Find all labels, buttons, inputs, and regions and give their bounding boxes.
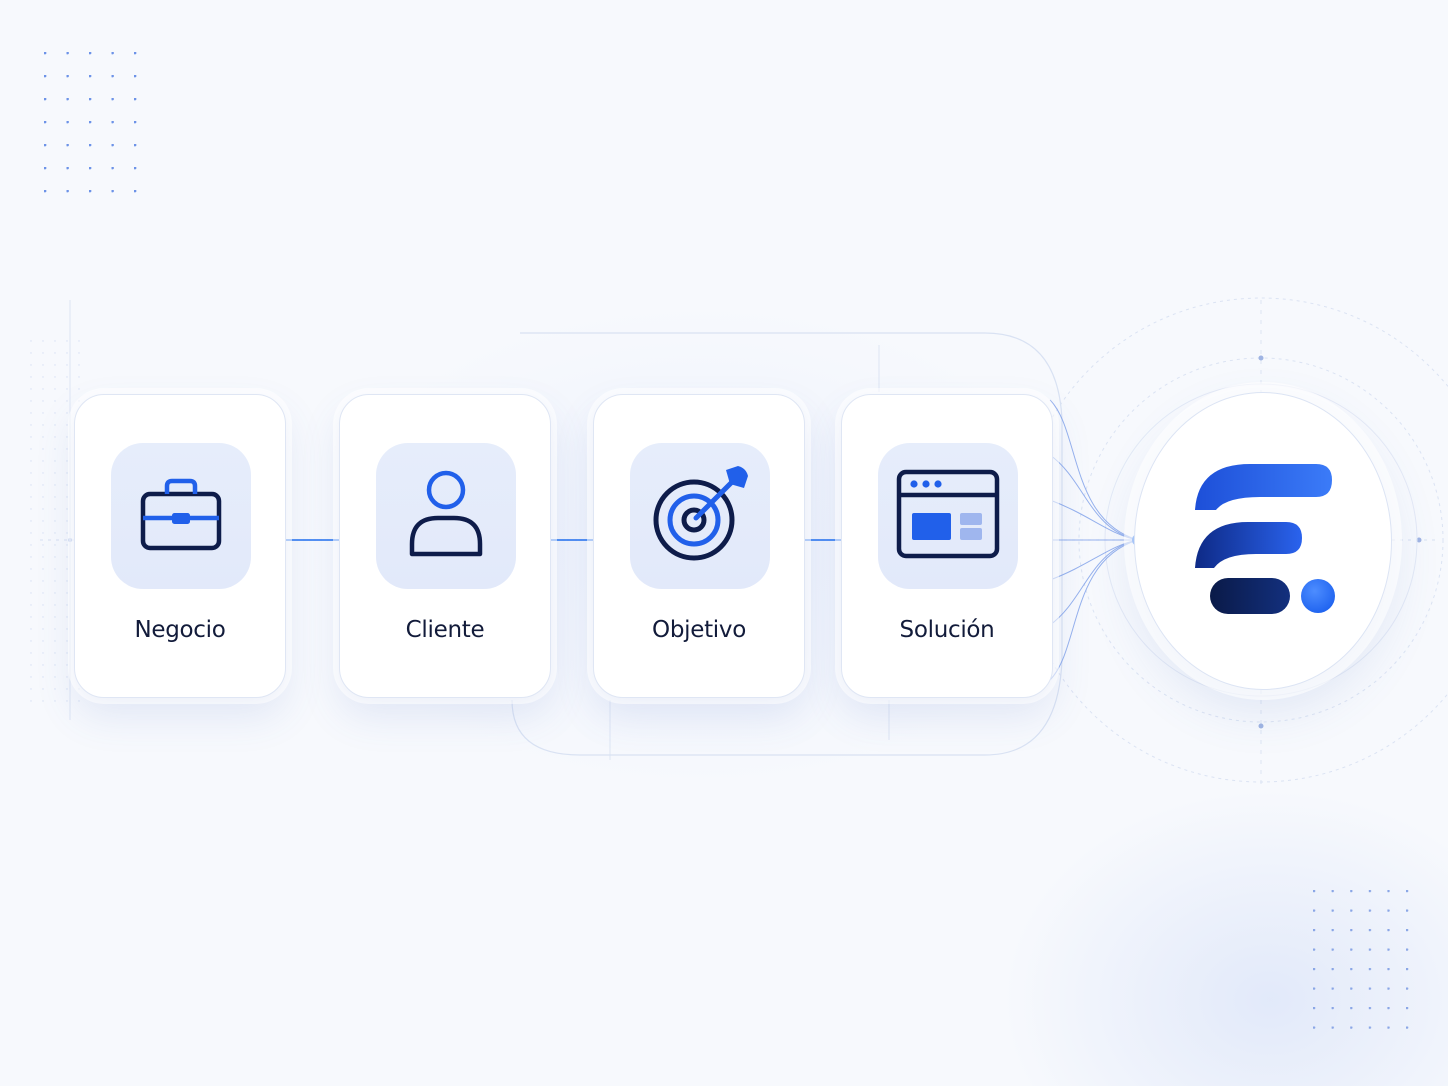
step-card-negocio[interactable]: Negocio <box>74 394 286 698</box>
user-icon <box>404 468 488 564</box>
dot-grid-bottom-right <box>1312 889 1410 1035</box>
step-label: Cliente <box>405 617 485 643</box>
icon-tile <box>376 443 516 589</box>
browser-window-icon <box>896 469 1000 563</box>
step-label: Negocio <box>134 617 226 643</box>
target-icon <box>650 464 750 568</box>
step-card-objetivo[interactable]: Objetivo <box>593 394 805 698</box>
converging-lines <box>1049 399 1139 681</box>
dot-grid-top-left <box>43 51 139 195</box>
icon-tile <box>111 443 251 589</box>
step-card-cliente[interactable]: Cliente <box>339 394 551 698</box>
icon-tile <box>878 443 1018 589</box>
step-label: Objetivo <box>652 617 746 643</box>
step-label: Solución <box>899 617 995 643</box>
step-card-solucion[interactable]: Solución <box>841 394 1053 698</box>
brand-logo-icon <box>1190 458 1340 622</box>
briefcase-icon <box>139 472 223 560</box>
icon-tile <box>630 443 770 589</box>
